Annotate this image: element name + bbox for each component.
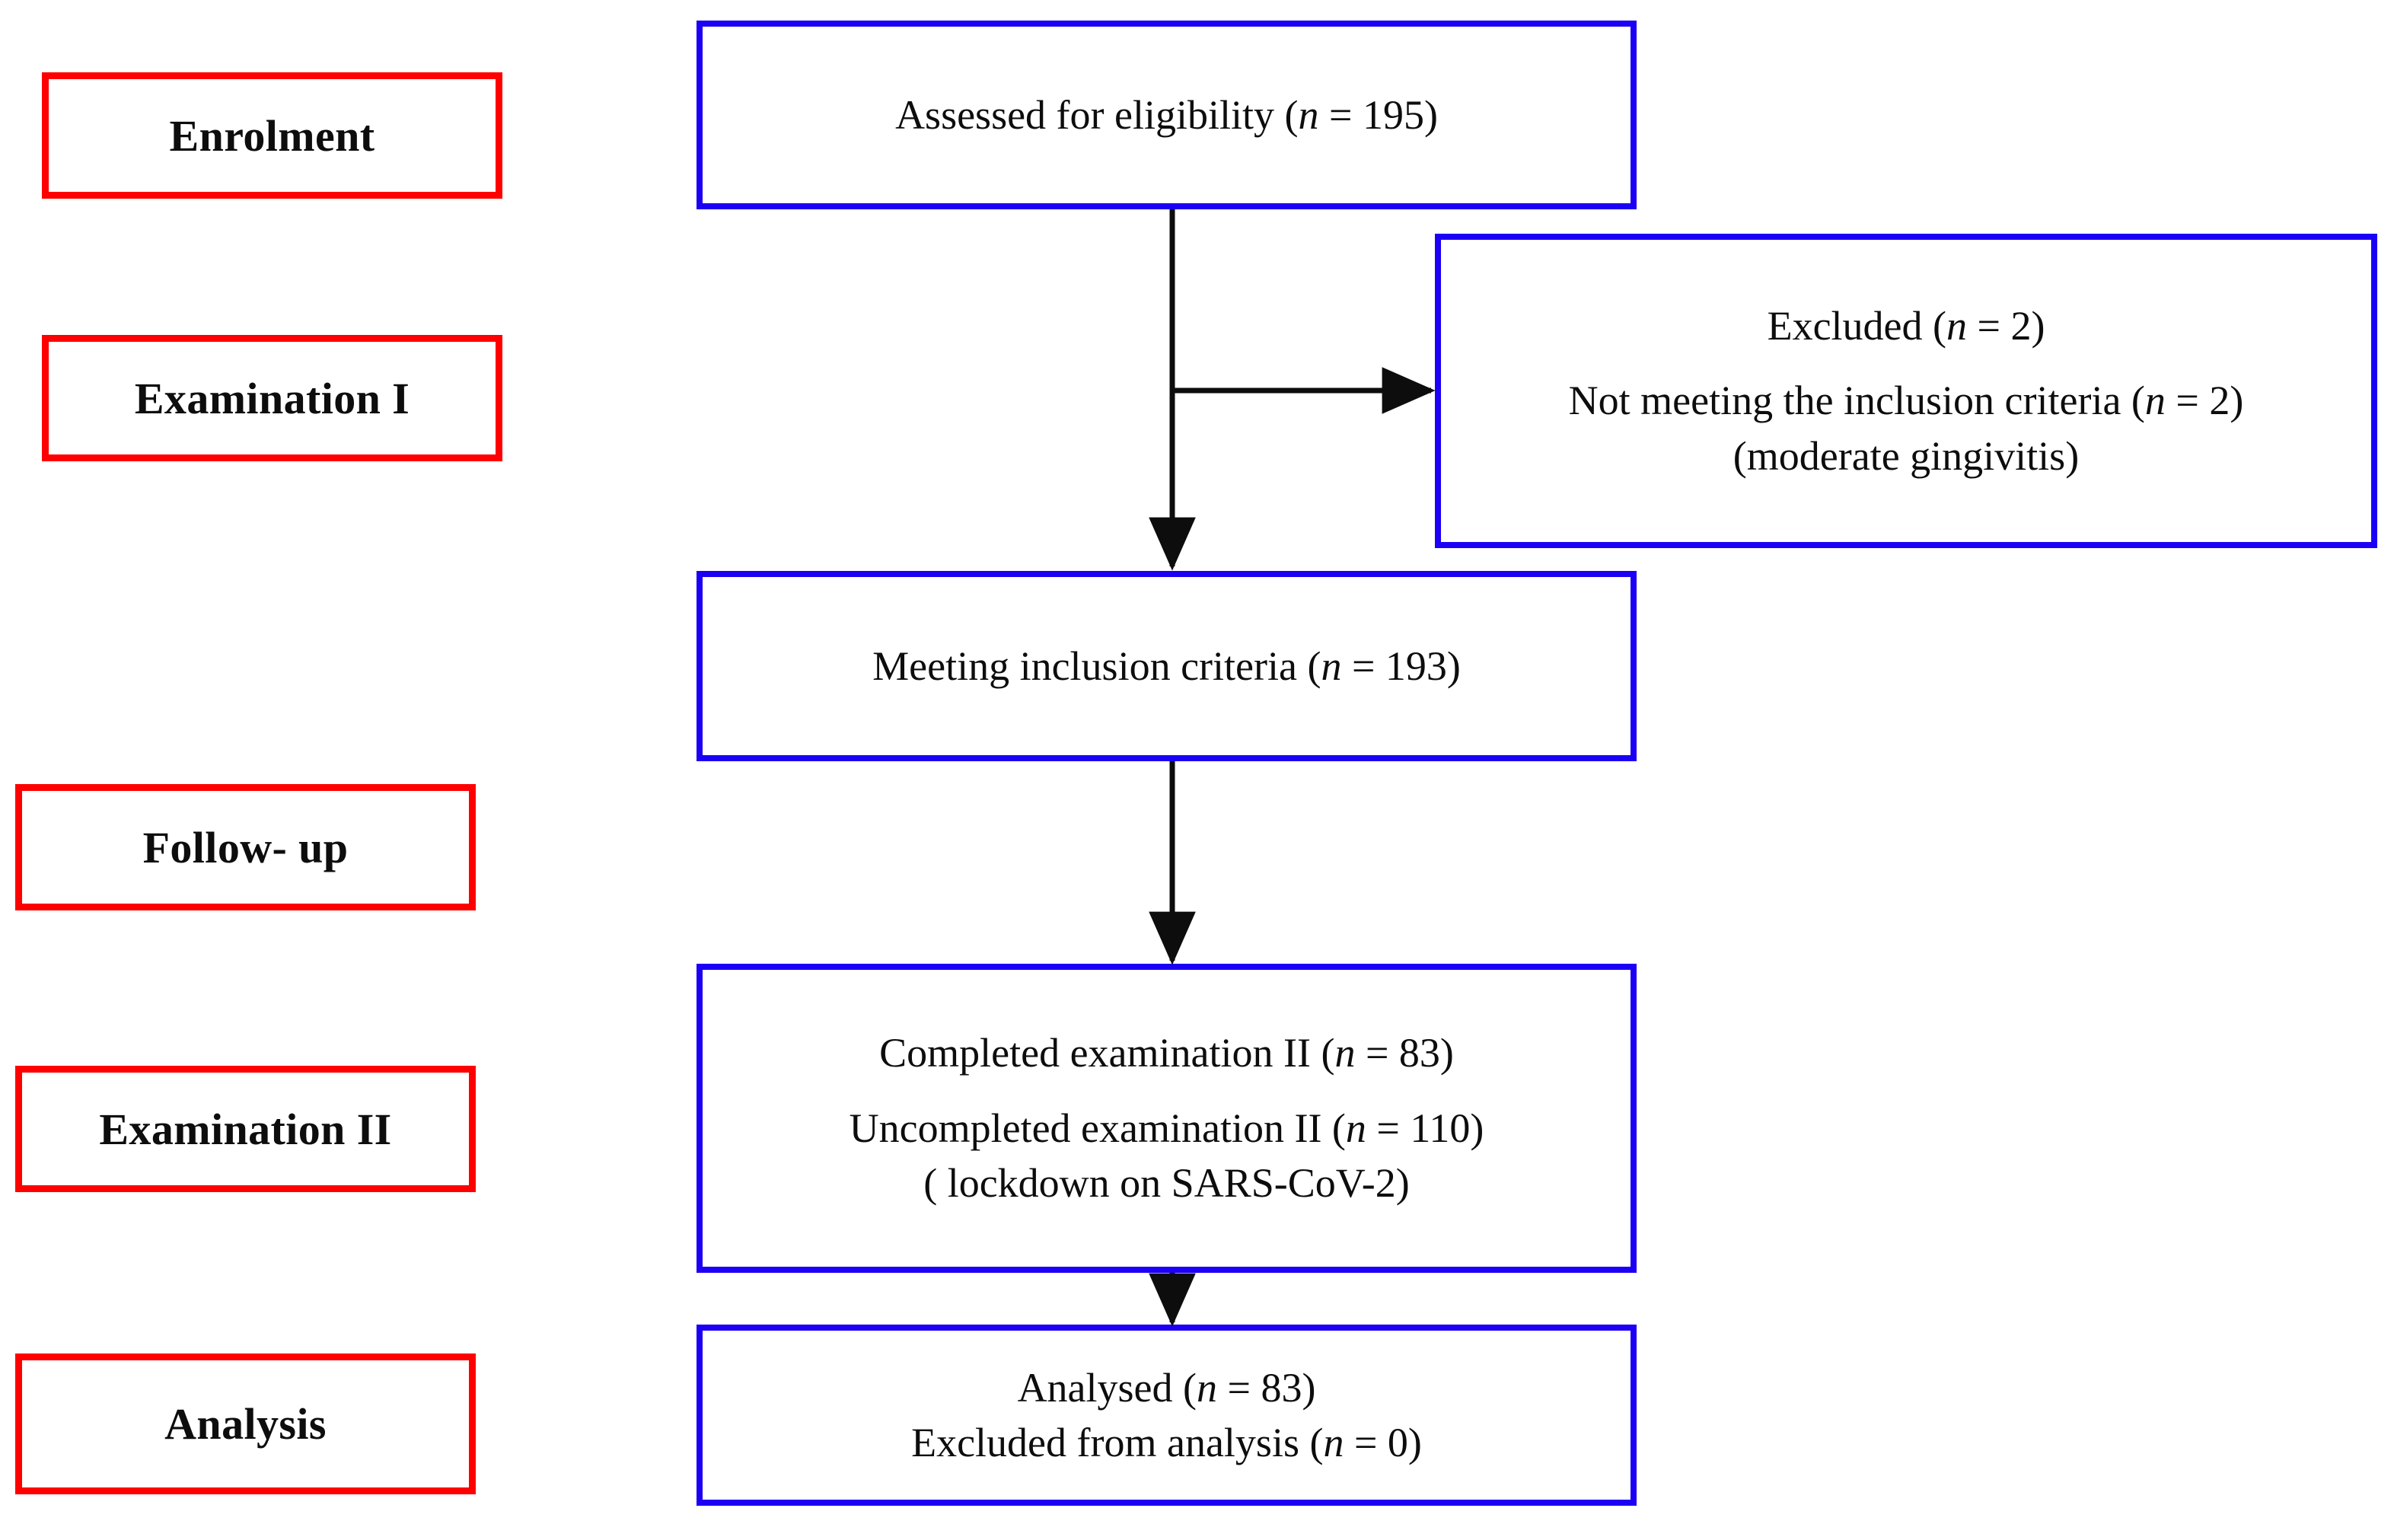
- text-post: = 193): [1341, 642, 1461, 689]
- flow-line-assessed-for-eligibility: Assessed for eligibility (n = 195): [895, 88, 1438, 142]
- text-pre: (moderate gingivitis): [1733, 432, 2080, 479]
- italic-n: n: [1345, 1105, 1366, 1151]
- text-pre: Excluded (: [1767, 302, 1946, 349]
- flow-box-examination-ii-results: Completed examination II (n = 83) Uncomp…: [697, 964, 1637, 1273]
- stage-box-follow-up: Follow- up: [15, 784, 476, 910]
- text-pre: Not meeting the inclusion criteria (: [1568, 378, 2145, 424]
- text-pre: Meeting inclusion criteria (: [872, 642, 1321, 689]
- flow-line-excluded-from-analysis: Excluded from analysis (n = 0): [911, 1415, 1422, 1470]
- text-post: = 83): [1217, 1364, 1316, 1411]
- flow-box-meeting-inclusion-criteria: Meeting inclusion criteria (n = 193): [697, 571, 1637, 761]
- stage-label-follow-up: Follow- up: [142, 822, 349, 872]
- flow-box-assessed-for-eligibility: Assessed for eligibility (n = 195): [697, 21, 1637, 209]
- text-pre: Analysed (: [1017, 1364, 1197, 1411]
- italic-n: n: [1946, 302, 1967, 349]
- italic-n: n: [2144, 378, 2166, 424]
- text-pre: Uncompleted examination II (: [849, 1105, 1346, 1151]
- text-post: = 2): [1966, 302, 2045, 349]
- text-post: = 0): [1344, 1420, 1422, 1465]
- text-pre: Excluded from analysis (: [911, 1420, 1324, 1465]
- italic-n: n: [1298, 91, 1319, 138]
- stage-label-enrolment: Enrolment: [169, 110, 375, 161]
- flow-line-not-meeting-criteria: Not meeting the inclusion criteria (n = …: [1569, 373, 2244, 428]
- stage-label-examination-ii: Examination II: [99, 1104, 392, 1154]
- flow-line-excluded-total: Excluded (n = 2): [1768, 298, 2045, 353]
- text-post: = 2): [2165, 378, 2244, 424]
- flow-line-uncompleted-examination-ii: Uncompleted examination II (n = 110): [850, 1101, 1484, 1156]
- text-pre: ( lockdown on SARS-CoV-2): [923, 1160, 1410, 1207]
- text-post: = 195): [1318, 91, 1438, 138]
- flow-line-meeting-inclusion-criteria: Meeting inclusion criteria (n = 193): [872, 639, 1461, 693]
- stage-box-analysis: Analysis: [15, 1353, 476, 1494]
- text-post: = 110): [1366, 1105, 1484, 1151]
- italic-n: n: [1321, 642, 1342, 689]
- stage-box-examination-i: Examination I: [42, 335, 502, 461]
- italic-n: n: [1197, 1364, 1217, 1411]
- flow-box-analysed: Analysed (n = 83) Excluded from analysis…: [697, 1325, 1637, 1506]
- text-pre: Completed examination II (: [879, 1030, 1335, 1076]
- flow-line-completed-examination-ii: Completed examination II (n = 83): [879, 1025, 1454, 1080]
- italic-n: n: [1334, 1030, 1356, 1076]
- text-pre: Assessed for eligibility (: [895, 91, 1299, 138]
- flow-line-lockdown-reason: ( lockdown on SARS-CoV-2): [923, 1156, 1410, 1210]
- flow-line-moderate-gingivitis: (moderate gingivitis): [1733, 429, 2079, 483]
- stage-box-enrolment: Enrolment: [42, 72, 502, 199]
- stage-label-examination-i: Examination I: [134, 373, 410, 423]
- stage-label-analysis: Analysis: [164, 1399, 327, 1449]
- flow-box-excluded: Excluded (n = 2) Not meeting the inclusi…: [1435, 234, 2377, 548]
- italic-n: n: [1323, 1420, 1344, 1465]
- text-post: = 83): [1355, 1030, 1454, 1076]
- flow-line-analysed: Analysed (n = 83): [1018, 1360, 1316, 1415]
- stage-box-examination-ii: Examination II: [15, 1066, 476, 1192]
